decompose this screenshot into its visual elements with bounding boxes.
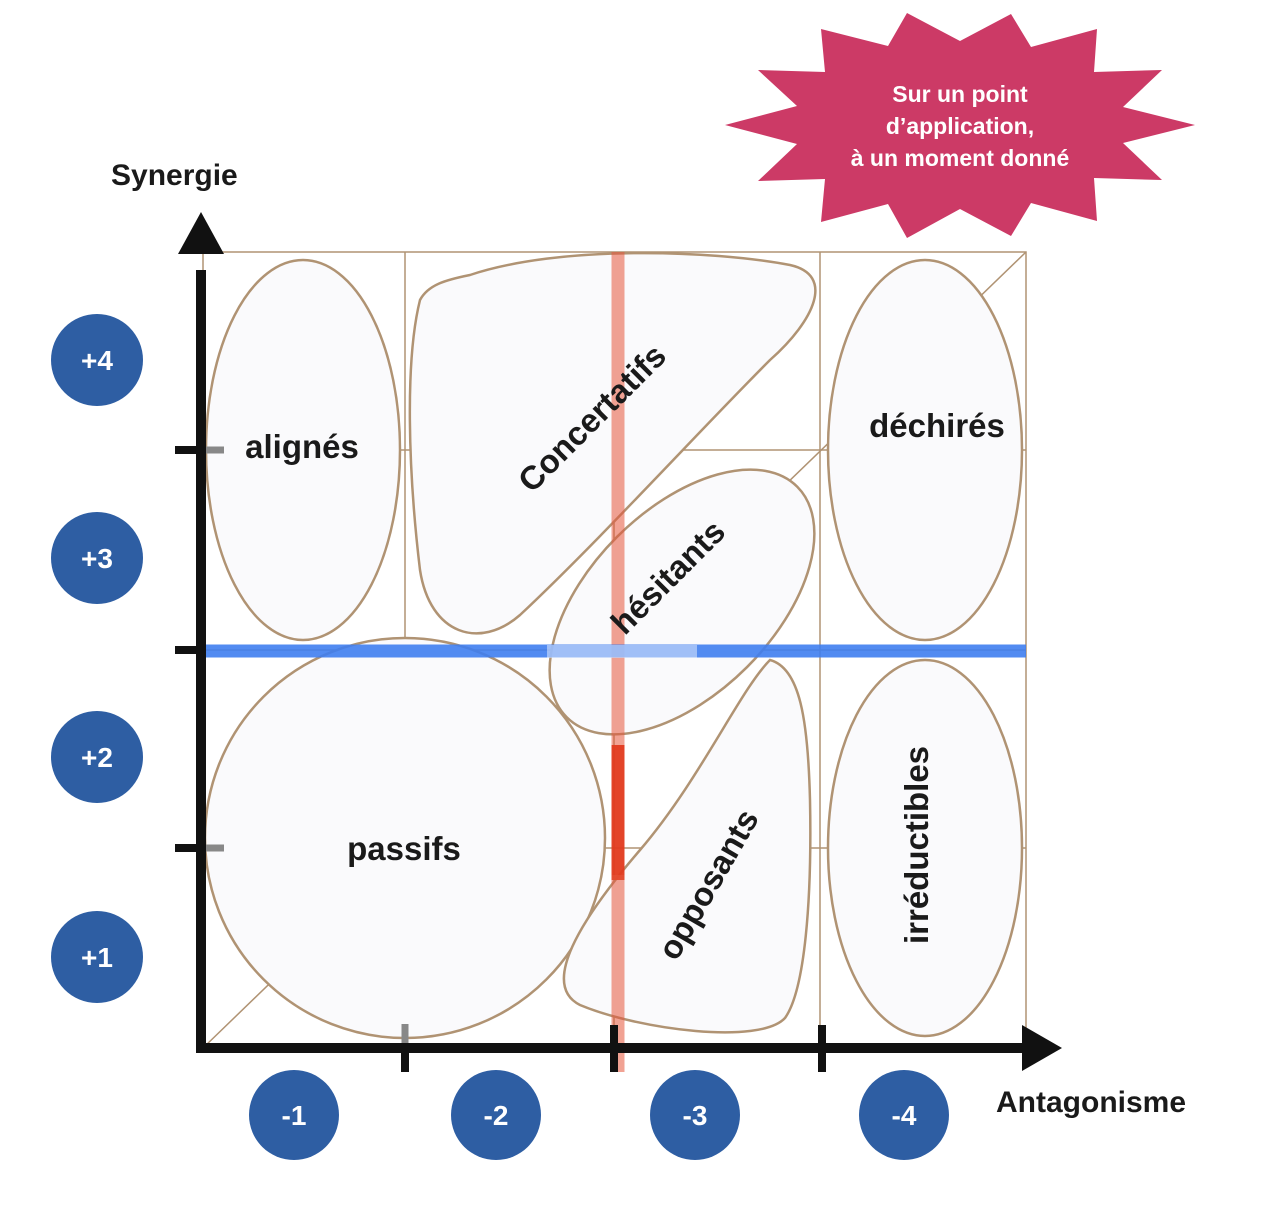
threshold-overlap [547, 645, 697, 658]
x-badge-circle [859, 1070, 949, 1160]
x-badge-label: -3 [683, 1100, 708, 1131]
y-badge-label: +2 [81, 742, 113, 773]
note-callout: Sur un point d’application, à un moment … [725, 13, 1195, 238]
x-axis-label: Antagonisme [996, 1086, 1186, 1119]
note-line-1: Sur un point [892, 81, 1028, 107]
note-line-2: d’application, [886, 113, 1034, 139]
zone-irreductibles-shape [826, 658, 1024, 1038]
x-badge-label: -4 [892, 1100, 917, 1131]
x-badge-minus4: -4 [859, 1070, 949, 1160]
x-badge-circle [249, 1070, 339, 1160]
x-badge-label: -1 [282, 1100, 307, 1131]
y-badge-circle [51, 911, 143, 1003]
y-badge-label: +1 [81, 942, 113, 973]
y-badge-circle [51, 512, 143, 604]
y-badge-label: +4 [81, 345, 113, 376]
y-badge-circle [51, 314, 143, 406]
x-badge-minus1: -1 [249, 1070, 339, 1160]
zone-irreductibles-label: irréductibles [898, 746, 935, 944]
zone-alignes-label: alignés [245, 428, 359, 465]
y-badge-circle [51, 711, 143, 803]
y-badge-label: +3 [81, 543, 113, 574]
zone-dechires-label: déchirés [869, 407, 1005, 444]
y-badge-plus2: +2 [51, 711, 143, 803]
x-level-badges: -1 -2 -3 -4 [249, 1070, 949, 1160]
x-badge-minus2: -2 [451, 1070, 541, 1160]
x-badge-label: -2 [484, 1100, 509, 1131]
note-starburst-shape [725, 13, 1195, 238]
y-axis-arrow-icon [178, 212, 224, 254]
y-axis-label: Synergie [111, 159, 238, 192]
note-line-3: à un moment donné [851, 145, 1070, 171]
y-level-badges: +4 +3 +2 +1 [51, 314, 143, 1003]
y-badge-plus1: +1 [51, 911, 143, 1003]
x-badge-circle [650, 1070, 740, 1160]
x-badge-circle [451, 1070, 541, 1160]
zone-passifs-label: passifs [347, 830, 461, 867]
zone-opposants-shape [562, 658, 812, 1034]
zone-dechires-shape [826, 258, 1024, 642]
y-badge-plus3: +3 [51, 512, 143, 604]
x-badge-minus3: -3 [650, 1070, 740, 1160]
y-badge-plus4: +4 [51, 314, 143, 406]
axes: Synergie Antagonisme [111, 159, 1186, 1119]
x-axis-arrow-icon [1022, 1025, 1062, 1071]
